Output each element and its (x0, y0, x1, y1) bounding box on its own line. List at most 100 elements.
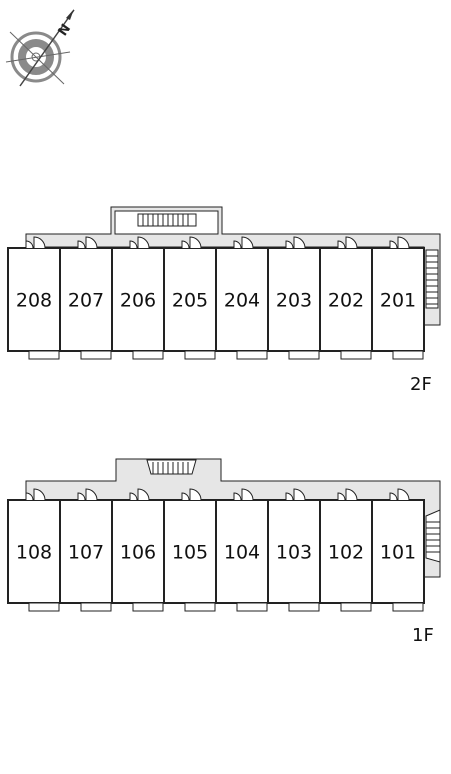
balcony (236, 602, 268, 612)
balcony (288, 350, 320, 360)
stairs-treads (142, 214, 189, 226)
window-icon (337, 240, 346, 249)
floor-1f: 108 107 106 105 104 103 102 101 1F (7, 458, 441, 646)
door-icon (293, 236, 306, 249)
door-icon (189, 236, 202, 249)
room-206: 206 (111, 236, 165, 360)
door-icon (241, 236, 254, 249)
room-101: 101 (371, 488, 425, 612)
balcony (132, 350, 164, 360)
balcony (392, 602, 424, 612)
room-outline (371, 499, 425, 604)
window-icon (285, 240, 294, 249)
door-icon (189, 488, 202, 501)
compass-north-label: N (56, 21, 75, 39)
stairs-icon (137, 213, 197, 227)
room-203: 203 (267, 236, 321, 360)
balcony (392, 350, 424, 360)
balcony (340, 350, 372, 360)
window-icon (337, 492, 346, 501)
door-icon (345, 488, 358, 501)
side-stairs-treads (426, 521, 440, 553)
room-106: 106 (111, 488, 165, 612)
door-icon (397, 236, 410, 249)
side-stairs-treads (426, 255, 438, 305)
window-icon (389, 240, 398, 249)
room-number: 107 (68, 542, 104, 564)
window-icon (129, 492, 138, 501)
door-icon (33, 488, 46, 501)
room-number: 206 (120, 290, 156, 312)
room-number: 102 (328, 542, 364, 564)
room-number: 201 (380, 290, 416, 312)
window-icon (77, 240, 86, 249)
balcony (288, 602, 320, 612)
balcony (28, 350, 60, 360)
room-105: 105 (163, 488, 217, 612)
room-number: 103 (276, 542, 312, 564)
room-103: 103 (267, 488, 321, 612)
window-icon (181, 240, 190, 249)
balcony (80, 350, 112, 360)
room-202: 202 (319, 236, 373, 360)
window-icon (25, 492, 34, 501)
door-icon (293, 488, 306, 501)
room-208: 208 (7, 236, 61, 360)
balcony (132, 602, 164, 612)
window-icon (233, 492, 242, 501)
window-icon (389, 492, 398, 501)
compass-icon: N (5, 9, 75, 87)
door-icon (137, 236, 150, 249)
room-number: 106 (120, 542, 156, 564)
window-icon (25, 240, 34, 249)
room-number: 205 (172, 290, 208, 312)
stairs-treads (152, 462, 189, 474)
door-icon (85, 236, 98, 249)
floor-label-1f: 1F (412, 625, 434, 646)
side-stairs-icon (425, 249, 439, 309)
door-icon (241, 488, 254, 501)
balcony (184, 602, 216, 612)
room-number: 207 (68, 290, 104, 312)
door-icon (397, 488, 410, 501)
window-icon (129, 240, 138, 249)
room-outline (267, 247, 321, 352)
door-icon (345, 236, 358, 249)
room-204: 204 (215, 236, 269, 360)
window-icon (77, 492, 86, 501)
stairs-icon (146, 459, 197, 475)
door-icon (85, 488, 98, 501)
room-number: 202 (328, 290, 364, 312)
room-number: 203 (276, 290, 312, 312)
room-205: 205 (163, 236, 217, 360)
balcony (340, 602, 372, 612)
room-row-2f: 208 207 206 205 204 203 202 201 (7, 236, 425, 360)
window-icon (181, 492, 190, 501)
room-row-1f: 108 107 106 105 104 103 102 101 (7, 488, 425, 612)
door-icon (33, 236, 46, 249)
room-number: 104 (224, 542, 260, 564)
balcony (184, 350, 216, 360)
room-104: 104 (215, 488, 269, 612)
door-icon (137, 488, 150, 501)
floor-2f: 208 207 206 205 204 203 202 201 2F (7, 206, 441, 395)
window-icon (285, 492, 294, 501)
room-number: 208 (16, 290, 52, 312)
balcony (28, 602, 60, 612)
room-number: 108 (16, 542, 52, 564)
room-108: 108 (7, 488, 61, 612)
side-stairs-icon (425, 509, 441, 563)
balcony (236, 350, 268, 360)
room-number: 204 (224, 290, 260, 312)
room-107: 107 (59, 488, 113, 612)
floor-label-2f: 2F (410, 374, 432, 395)
room-number: 105 (172, 542, 208, 564)
room-outline (371, 247, 425, 352)
room-207: 207 (59, 236, 113, 360)
room-201: 201 (371, 236, 425, 360)
window-icon (233, 240, 242, 249)
room-number: 101 (380, 542, 416, 564)
room-outline (111, 247, 165, 352)
room-102: 102 (319, 488, 373, 612)
balcony (80, 602, 112, 612)
